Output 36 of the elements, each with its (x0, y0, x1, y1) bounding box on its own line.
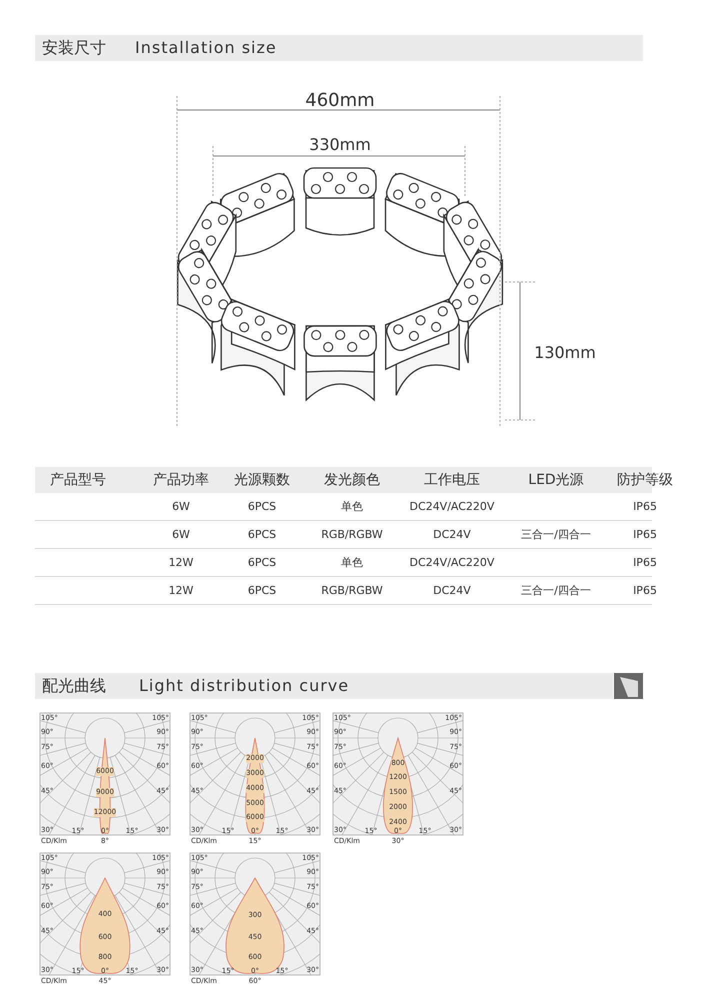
header-text: 防护等级 (617, 473, 673, 487)
table-text: 12W (168, 584, 194, 596)
table-text: RGB/RGBW (321, 584, 383, 596)
table-text: RGB/RGBW (321, 528, 383, 540)
table-text: 6PCS (248, 528, 276, 540)
table-text: 6W (172, 500, 190, 512)
table-text: 三合一/四合一 (521, 584, 591, 596)
dimension-label: 130mm (534, 345, 596, 361)
header-text: 工作电压 (424, 473, 480, 487)
header-text: 发光颜色 (324, 473, 380, 487)
section-heading: 安装尺寸 (42, 40, 106, 56)
table-text: 6PCS (248, 500, 276, 512)
table-text: 6PCS (248, 556, 276, 568)
table-text: DC24V (433, 528, 471, 540)
table-text: 单色 (341, 556, 363, 568)
dimension-label: 460mm (305, 92, 375, 110)
section-heading: Light distribution curve (139, 678, 350, 694)
header-text: LED光源 (528, 473, 584, 487)
table-text: 12W (168, 556, 194, 568)
table-text: DC24V (433, 584, 471, 596)
table-text: DC24V/AC220V (410, 500, 494, 512)
table-text: 单色 (341, 500, 363, 512)
table-text: DC24V/AC220V (410, 556, 494, 568)
dimension-label: 330mm (309, 137, 371, 153)
table-text: 6W (172, 528, 190, 540)
section-heading: 配光曲线 (42, 678, 106, 694)
header-text: 光源颗数 (234, 473, 290, 487)
table-text: IP65 (633, 556, 657, 568)
header-text: 产品功率 (153, 473, 209, 487)
table-text: 三合一/四合一 (521, 528, 591, 540)
table-text: IP65 (633, 500, 657, 512)
header-text: 产品型号 (50, 473, 106, 487)
table-text: IP65 (633, 584, 657, 596)
table-text: IP65 (633, 528, 657, 540)
table-text: 6PCS (248, 584, 276, 596)
section-heading: Installation size (135, 40, 277, 56)
